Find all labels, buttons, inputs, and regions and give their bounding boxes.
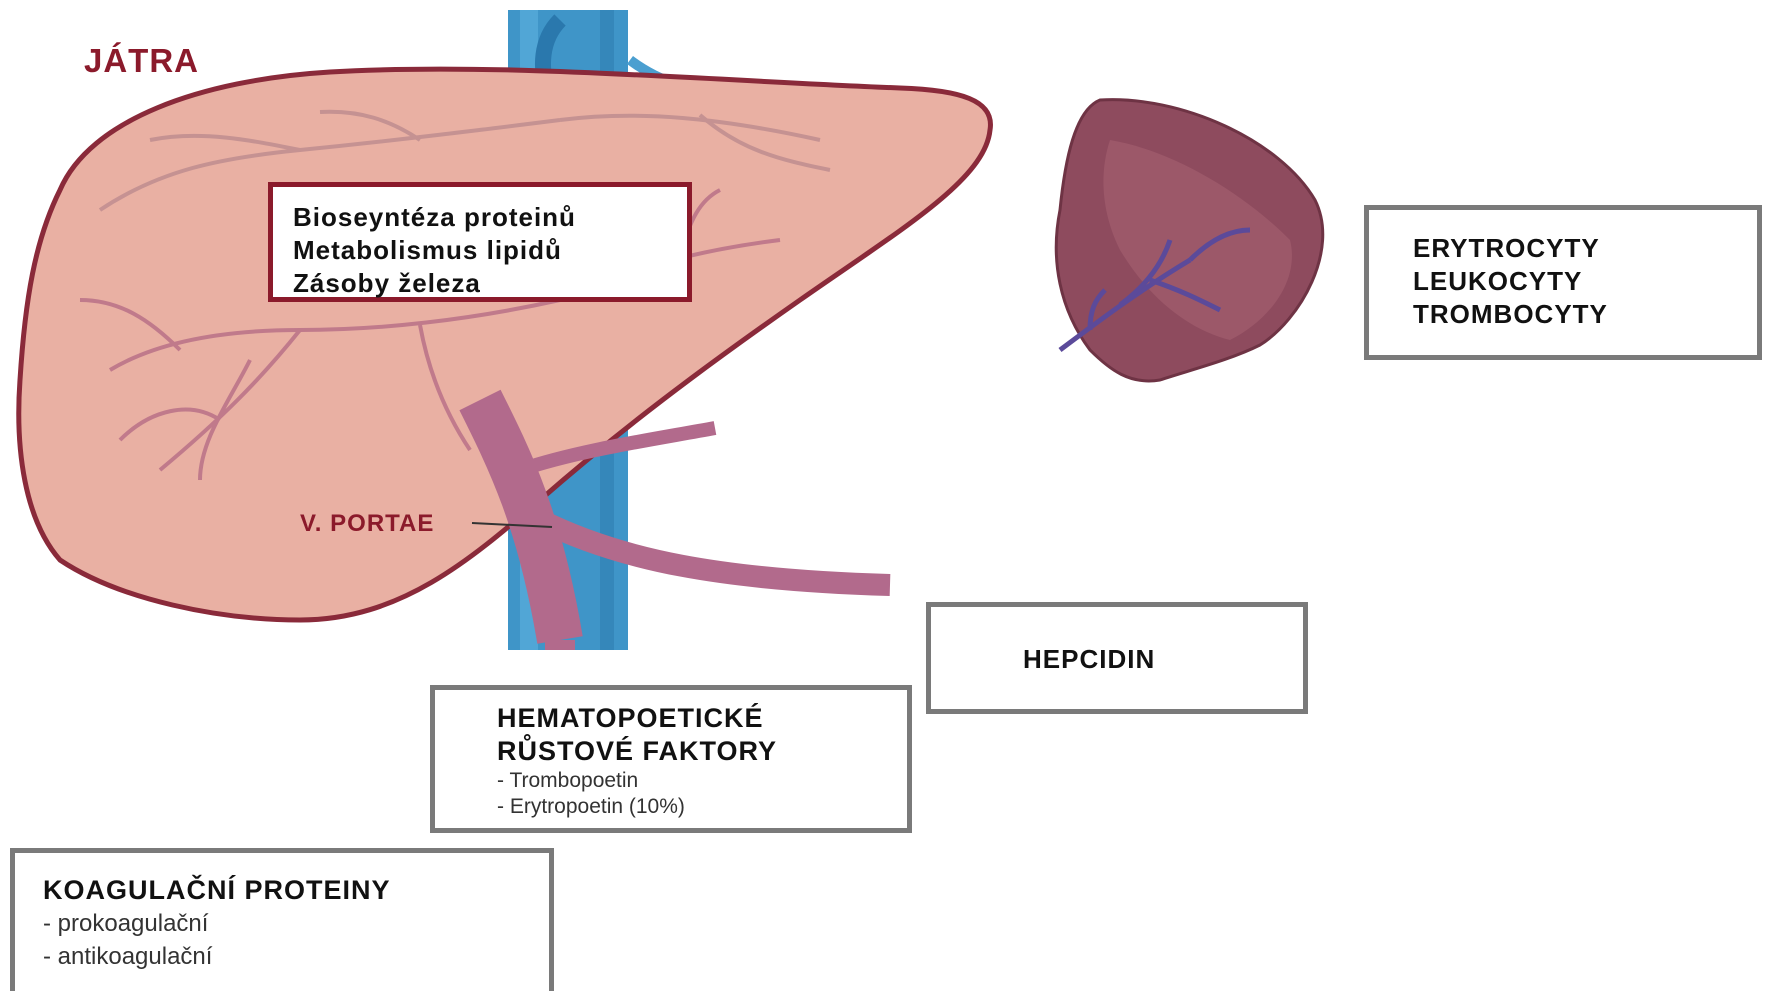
liver-title: JÁTRA [84, 42, 199, 80]
growth-factor-item: - Erytropoetin (10%) [497, 794, 897, 820]
blood-cell-line: ERYTROCYTY [1413, 232, 1737, 265]
coagulation-item: - antikoagulační [43, 940, 539, 973]
liver-function-line: Bioseyntéza proteinů [293, 201, 669, 234]
blood-cell-line: TROMBOCYTY [1413, 298, 1737, 331]
coagulation-box: KOAGULAČNÍ PROTEINY - prokoagulační - an… [10, 848, 554, 991]
coagulation-item: - prokoagulační [43, 907, 539, 940]
hepcidin-title: HEPCIDIN [1023, 643, 1303, 675]
blood-cell-line: LEUKOCYTY [1413, 265, 1737, 298]
liver-functions-box: Bioseyntéza proteinů Metabolismus lipidů… [268, 182, 692, 302]
liver-function-line: Metabolismus lipidů [293, 234, 669, 267]
liver-illustration [19, 69, 991, 620]
growth-factors-box: HEMATOPOETICKÉ RŮSTOVÉ FAKTORY - Trombop… [430, 685, 912, 833]
growth-factors-title-line: RŮSTOVÉ FAKTORY [497, 735, 897, 768]
liver-function-line: Zásoby železa [293, 267, 669, 300]
growth-factors-title-line: HEMATOPOETICKÉ [497, 702, 897, 735]
coagulation-title: KOAGULAČNÍ PROTEINY [43, 873, 539, 907]
hepcidin-box: HEPCIDIN [926, 602, 1308, 714]
blood-cells-box: ERYTROCYTY LEUKOCYTY TROMBOCYTY [1364, 205, 1762, 360]
spleen-illustration [1056, 100, 1323, 381]
portal-vein-label: V. PORTAE [300, 510, 434, 538]
growth-factor-item: - Trombopoetin [497, 768, 897, 794]
